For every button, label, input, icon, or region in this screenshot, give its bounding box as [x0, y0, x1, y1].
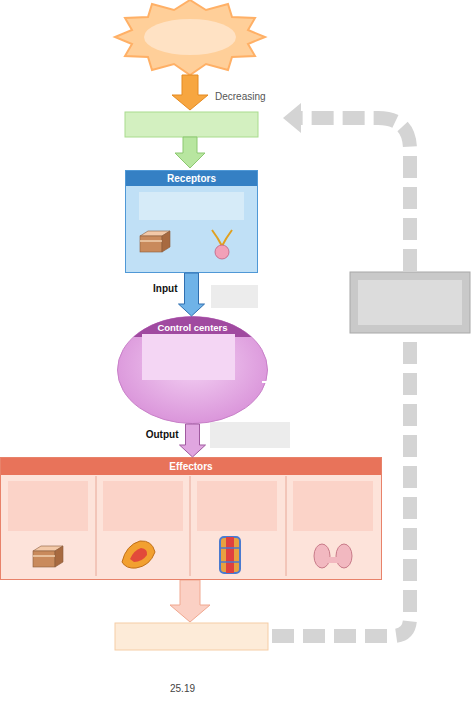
skin-top	[33, 546, 63, 551]
skin-side	[162, 231, 170, 252]
effector-blank	[103, 481, 183, 531]
receptor-blank	[139, 192, 244, 220]
thyroid-isthmus	[326, 557, 340, 563]
feedback-arrowhead	[283, 103, 301, 133]
change-box	[125, 112, 258, 137]
change-arrow	[175, 137, 205, 168]
figure-number: 25.19	[170, 683, 195, 694]
effector-blank	[197, 481, 277, 531]
column-divider	[190, 476, 191, 576]
feedback-box	[350, 272, 470, 333]
node-heading: Receptors	[126, 173, 257, 184]
skin-icon	[140, 231, 170, 252]
edge-label: Input	[153, 283, 177, 294]
skin-layer	[140, 240, 162, 242]
neuron-icon	[212, 230, 232, 259]
node-heading: Effectors	[1, 461, 381, 472]
column-divider	[286, 476, 287, 576]
stimulus-arrow	[172, 75, 208, 110]
stimulus-burst	[115, 0, 265, 75]
thyroid-lobe	[314, 544, 330, 568]
skin-side	[55, 546, 63, 567]
edge-label: Output	[146, 429, 179, 440]
skin-icon	[33, 546, 63, 567]
effector-blank	[293, 481, 373, 531]
stimulus-blank	[144, 19, 236, 55]
thyroid-lobe	[336, 544, 352, 568]
neuron-axon	[212, 230, 232, 246]
control-ellipse: Control centers	[117, 316, 268, 424]
neuron-body	[215, 245, 229, 259]
vessel-ring	[220, 547, 240, 549]
ellipse-header	[117, 316, 268, 337]
skin-top	[140, 231, 170, 236]
vessel-lumen	[226, 537, 234, 573]
effector-blank	[8, 481, 88, 531]
feedback-blank	[358, 280, 462, 325]
thyroid-icon	[314, 544, 352, 568]
adrenal-inner	[130, 548, 147, 562]
node-heading: Control centers	[117, 322, 268, 333]
leader-line	[262, 381, 295, 383]
adrenal-icon	[122, 541, 155, 568]
flow-arrow	[180, 424, 206, 457]
vessel-wall	[220, 537, 240, 573]
flow-arrow	[179, 273, 205, 316]
skin-layer	[33, 555, 55, 557]
skin-front	[33, 551, 55, 567]
ellipse-body	[118, 317, 268, 424]
receptor-box: Receptors	[125, 170, 258, 273]
vessel-ring	[220, 561, 240, 563]
response-arrow	[170, 580, 210, 622]
vessel-icon	[220, 537, 240, 573]
column-divider	[96, 476, 97, 576]
input-blank	[211, 285, 258, 308]
control-blank	[142, 334, 235, 380]
skin-front	[140, 236, 162, 252]
effector-band: Effectors	[0, 457, 382, 580]
output-blank	[210, 422, 290, 448]
stimulus-label: Decreasing	[215, 91, 266, 102]
response-box	[115, 623, 268, 650]
